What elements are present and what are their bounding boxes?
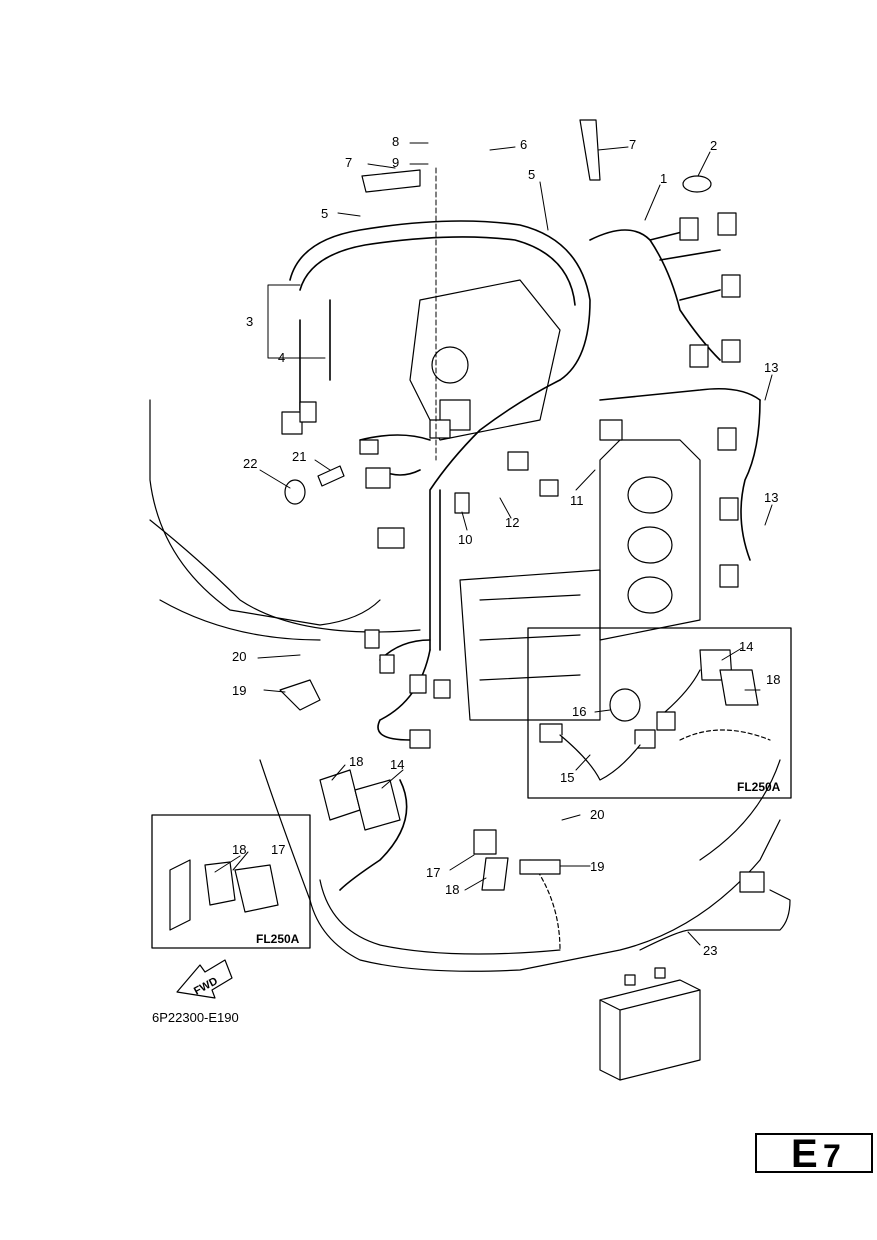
part-label: 18: [766, 672, 781, 687]
part-label: 6: [520, 137, 528, 152]
part-label: 20: [232, 649, 247, 664]
grommets-holders: [279, 465, 509, 891]
part-label: 19: [232, 683, 247, 698]
part-label: 14: [739, 639, 754, 654]
part-label: 10: [458, 532, 473, 547]
part-label: 19: [590, 859, 605, 874]
part-label: 20: [590, 807, 605, 822]
part-label: 7: [345, 155, 353, 170]
part-label: 18: [445, 882, 460, 897]
section-tag: E 7: [755, 1132, 873, 1176]
part-label: 13: [764, 360, 779, 375]
part-label: 7: [629, 137, 637, 152]
leader-lines: [214, 142, 773, 946]
part-label: 16: [572, 704, 587, 719]
part-label: 12: [505, 515, 520, 530]
part-label: 17: [426, 865, 441, 880]
battery: [599, 889, 791, 1081]
part-label: 5: [321, 206, 329, 221]
part-label: 11: [570, 493, 584, 508]
part-label: 4: [278, 350, 286, 365]
part-label: 18: [349, 754, 364, 769]
part-label: 18: [232, 842, 247, 857]
part-label: 5: [528, 167, 536, 182]
inset-upper-right-frame: [527, 627, 792, 799]
part-label: 17: [271, 842, 286, 857]
inset-lower-left-frame: [151, 814, 311, 949]
part-label: 22: [243, 456, 258, 471]
drawing-code: 6P22300-E190: [152, 1010, 239, 1025]
inset-lower-left-parts: [169, 859, 279, 931]
bottom-cowling: [149, 399, 781, 972]
part-label: 23: [703, 943, 718, 958]
inset-upper-right-parts: [539, 649, 771, 781]
part-label: 14: [390, 757, 405, 772]
part-label: 13: [764, 490, 779, 505]
section-letter: E: [791, 1132, 818, 1176]
part-label: 3: [246, 314, 254, 329]
protector-parts: [361, 119, 712, 193]
part-label: 8: [392, 134, 400, 149]
part-label: 15: [560, 770, 575, 785]
section-number: 7: [823, 1138, 841, 1174]
part-label: 2: [710, 138, 718, 153]
fwd-arrow-icon: [176, 959, 233, 999]
part-label: 21: [292, 449, 307, 464]
inset-lower-left-label: FL250A: [256, 932, 300, 946]
connectors: [281, 212, 765, 893]
inset-upper-right-label: FL250A: [737, 780, 781, 794]
part-label: 1: [660, 171, 668, 186]
part-label: 9: [392, 155, 400, 170]
engine-block: [409, 279, 701, 721]
